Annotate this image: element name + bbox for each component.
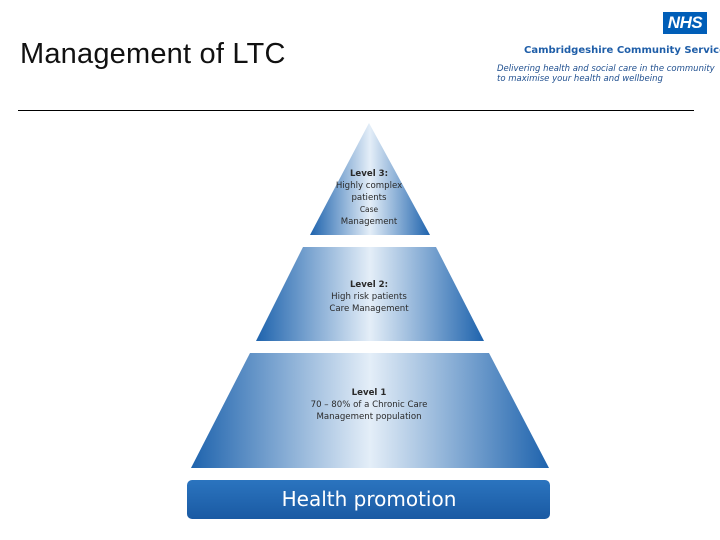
- level-1-heading: Level 1: [352, 388, 387, 398]
- level-2-heading: Level 2:: [350, 280, 388, 290]
- slide-title: Management of LTC: [20, 38, 286, 70]
- level-3-line-4: Management: [341, 217, 398, 227]
- tagline-line-2: to maximise your health and wellbeing: [497, 74, 663, 84]
- level-2-line-1: High risk patients: [331, 292, 407, 302]
- tagline-line-1: Delivering health and social care in the…: [497, 64, 715, 74]
- level-3-line-1: Highly complex: [336, 181, 402, 191]
- organisation-tagline: Delivering health and social care in the…: [497, 64, 715, 86]
- level-1-line-1: 70 – 80% of a Chronic Care: [311, 400, 428, 410]
- pyramid-tier-level-3: Level 3: Highly complex patients Case Ma…: [310, 123, 430, 235]
- organisation-name: Cambridgeshire Community Services: [524, 45, 720, 56]
- health-promotion-bar: Health promotion: [187, 480, 550, 519]
- level-1-line-2: Management population: [316, 412, 421, 422]
- level-2-line-2: Care Management: [329, 304, 409, 314]
- level-3-line-2: patients: [351, 193, 387, 203]
- level-3-heading: Level 3:: [350, 169, 388, 179]
- title-divider: [18, 110, 694, 111]
- level-3-line-3: Case: [360, 205, 379, 214]
- pyramid-tier-level-2: Level 2: High risk patients Care Managem…: [256, 247, 484, 341]
- health-promotion-label: Health promotion: [282, 487, 457, 511]
- pyramid-tier-level-1: Level 1 70 – 80% of a Chronic Care Manag…: [191, 353, 549, 468]
- nhs-logo: NHS: [663, 12, 707, 34]
